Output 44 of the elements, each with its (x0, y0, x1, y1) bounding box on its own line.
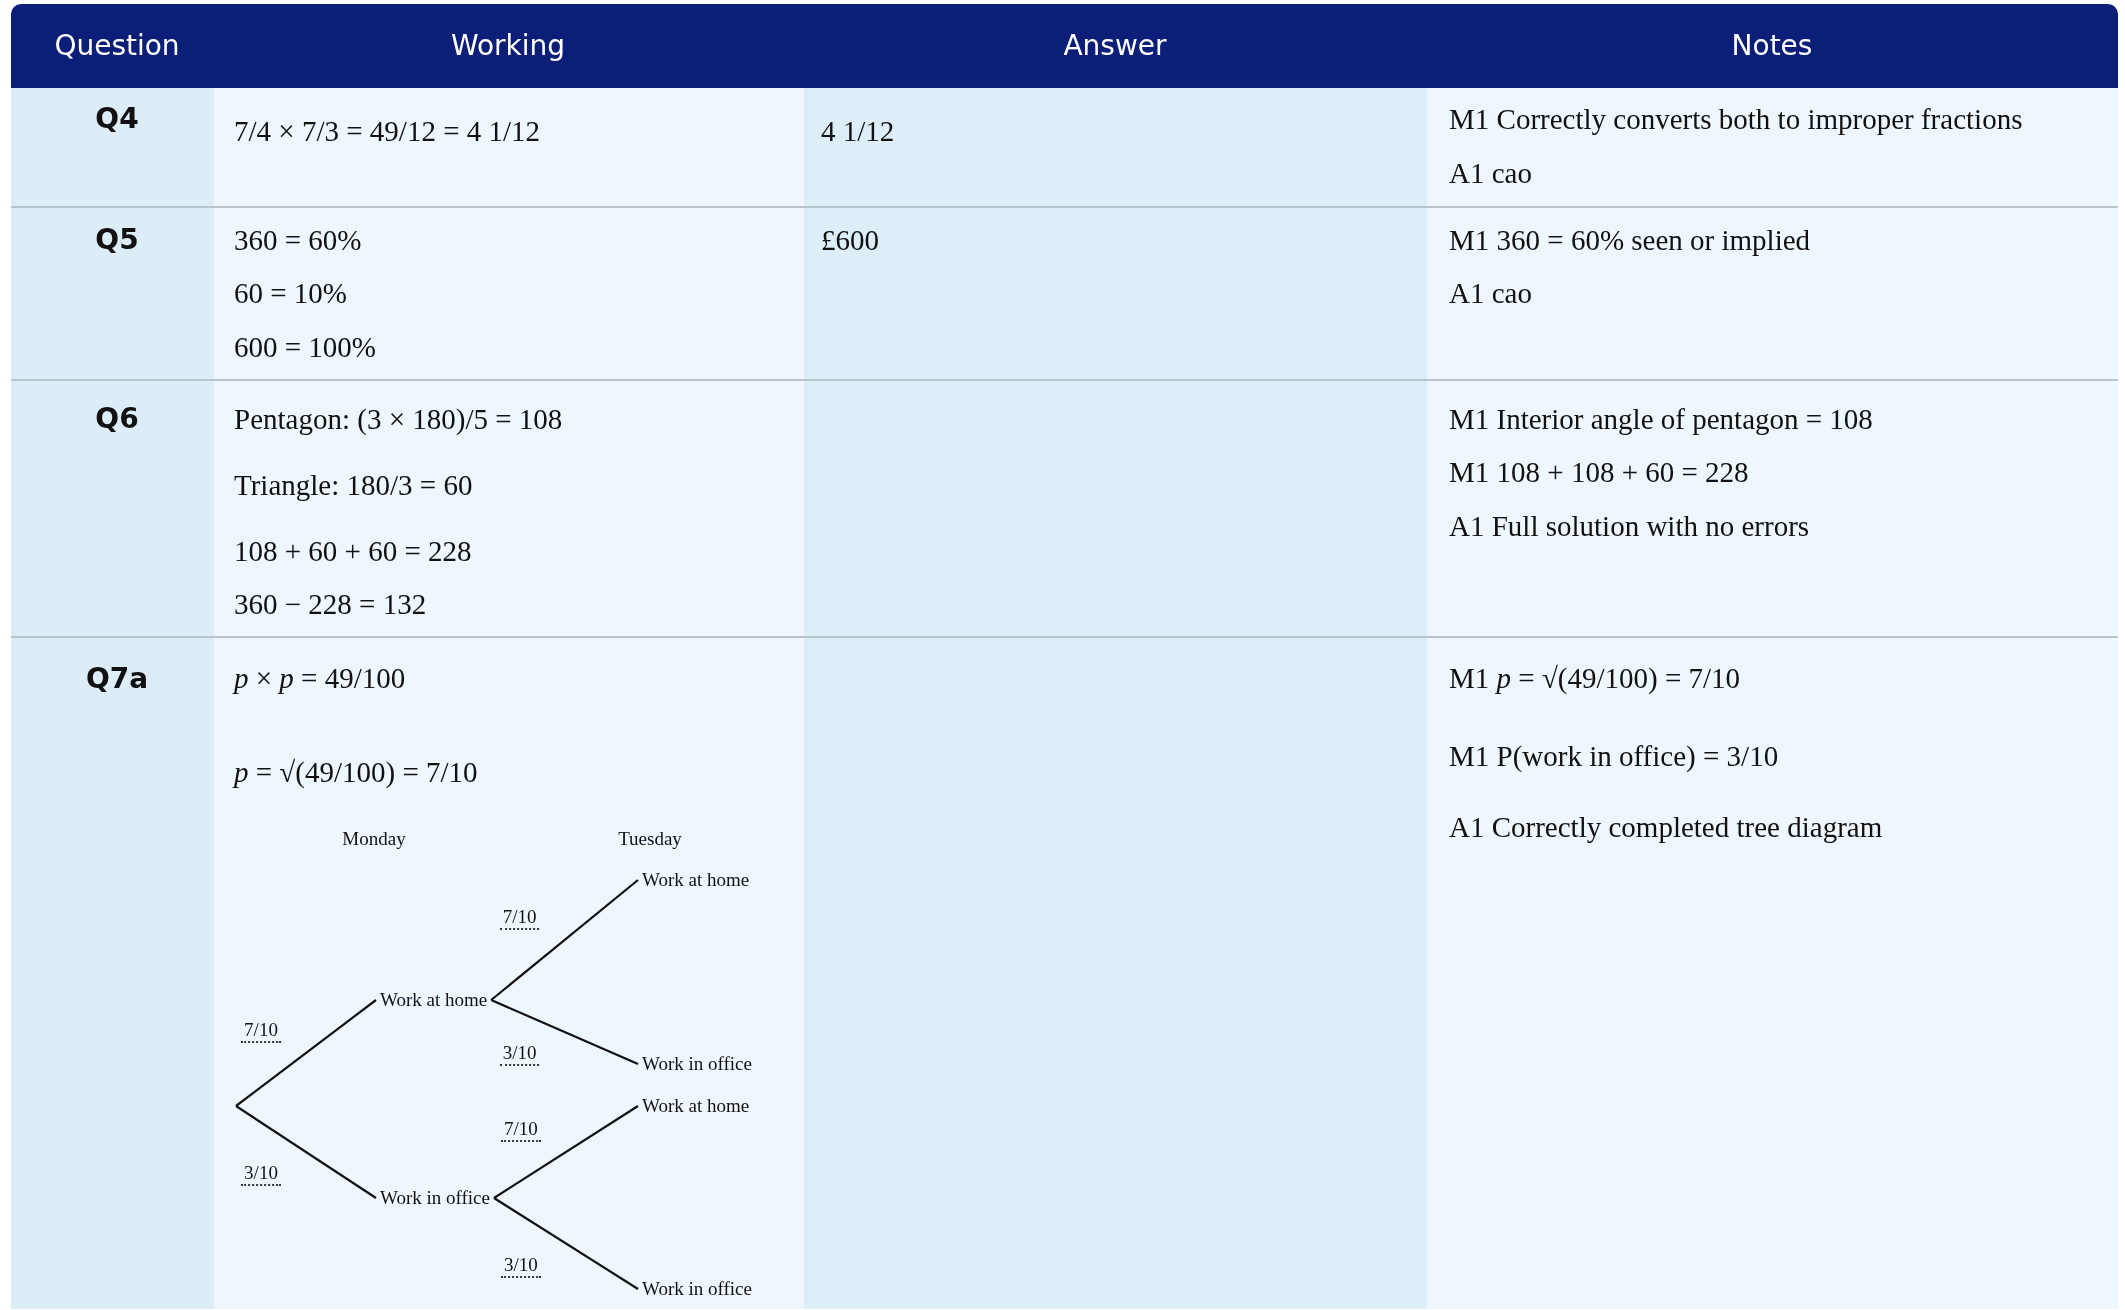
tree-branch (493, 1105, 639, 1199)
working-line: 108 + 60 + 60 = 228 (234, 533, 472, 569)
working-line: p × p = 49/100 (234, 660, 406, 696)
working-line: 7/4 × 7/3 = 49/12 = 4 1/12 (234, 113, 541, 149)
working-line: Pentagon: (3 × 180)/5 = 108 (234, 401, 563, 437)
working-line: 360 − 228 = 132 (234, 586, 427, 622)
tree-branch (490, 999, 639, 1065)
mark-scheme-note: A1 Correctly completed tree diagram (1449, 809, 1883, 845)
mark-scheme-note: M1 P(work in office) = 3/10 (1449, 738, 1779, 774)
column-header: Working (450, 29, 566, 63)
outcome-label: Work in office (642, 1052, 752, 1076)
question-number: Q7a (85, 662, 149, 696)
working-line: Triangle: 180/3 = 60 (234, 467, 473, 503)
mark-scheme-note: M1 Interior angle of pentagon = 108 (1449, 401, 1873, 437)
outcome-label: Work at home (642, 868, 750, 892)
tree-branch (235, 999, 377, 1107)
question-number: Q4 (95, 102, 139, 136)
outcome-label: Work at home (642, 1094, 750, 1118)
working-line: 600 = 100% (234, 329, 376, 365)
answer-text: 4 1/12 (821, 113, 895, 149)
mark-scheme-note: M1 108 + 108 + 60 = 228 (1449, 454, 1749, 490)
answer-text: £600 (821, 222, 879, 258)
column-header: Answer (1063, 29, 1167, 63)
mark-scheme-note: M1 360 = 60% seen or implied (1449, 222, 1811, 258)
tree-branch (493, 1197, 639, 1290)
mark-scheme-note: A1 cao (1449, 275, 1532, 311)
working-line: 60 = 10% (234, 275, 347, 311)
column-header: Notes (1731, 29, 1813, 63)
mark-scheme-note: M1 p = √(49/100) = 7/10 (1449, 660, 1741, 696)
outcome-label: Work at home (380, 988, 488, 1012)
tree-branch (490, 879, 639, 1001)
mark-scheme-note: A1 cao (1449, 155, 1532, 191)
tree-branch (235, 1105, 377, 1199)
outcome-label: Work in office (380, 1186, 490, 1210)
column-header: Question (54, 29, 180, 63)
tree-heading: Tuesday (618, 827, 682, 851)
tree-heading: Monday (342, 827, 406, 851)
question-number: Q5 (95, 223, 139, 257)
mark-scheme-note: M1 Correctly converts both to improper fractions (1449, 101, 2023, 137)
question-number: Q6 (95, 402, 139, 436)
working-line: p = √(49/100) = 7/10 (234, 754, 478, 790)
working-line: 360 = 60% (234, 222, 362, 258)
outcome-label: Work in office (642, 1277, 752, 1301)
mark-scheme-note: A1 Full solution with no errors (1449, 508, 1810, 544)
